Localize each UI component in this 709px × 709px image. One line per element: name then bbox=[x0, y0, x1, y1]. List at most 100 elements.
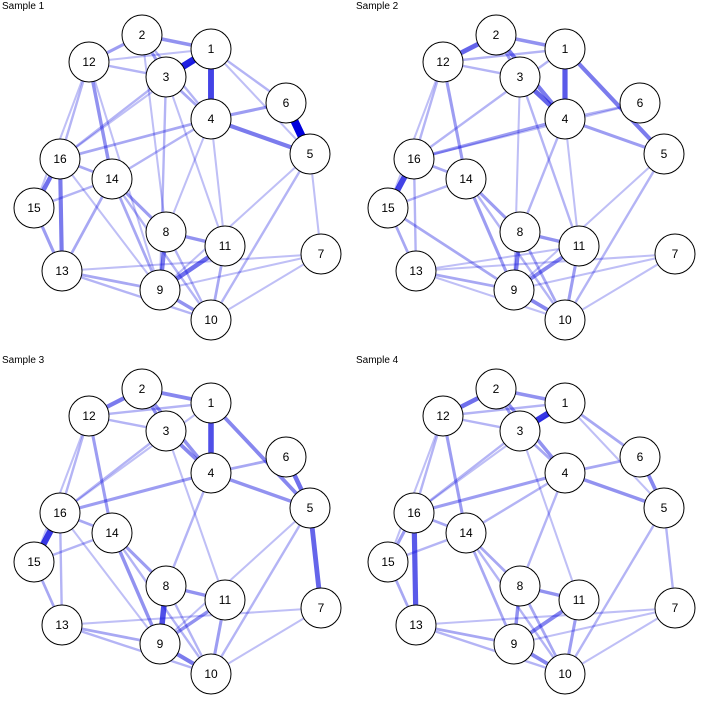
node-13: 13 bbox=[395, 250, 437, 292]
node-label: 13 bbox=[55, 618, 69, 632]
node-14: 14 bbox=[445, 512, 487, 554]
node-label: 11 bbox=[219, 593, 232, 607]
node-label: 8 bbox=[517, 225, 524, 239]
node-5: 5 bbox=[643, 133, 685, 175]
edge-5-9 bbox=[512, 152, 666, 292]
node-circle bbox=[145, 565, 187, 607]
node-circle bbox=[475, 368, 517, 410]
edge-1-16 bbox=[58, 401, 213, 515]
edge-7-13 bbox=[414, 252, 677, 273]
node-circle bbox=[139, 269, 181, 311]
node-label: 2 bbox=[139, 382, 146, 396]
edge-16-9 bbox=[58, 511, 162, 646]
node-13: 13 bbox=[41, 604, 83, 646]
node-16: 16 bbox=[39, 138, 81, 180]
edge-3-9 bbox=[158, 75, 168, 292]
edge-1-5 bbox=[209, 401, 312, 510]
node-2: 2 bbox=[475, 368, 517, 410]
node-2: 2 bbox=[121, 368, 163, 410]
node-label: 9 bbox=[511, 283, 518, 297]
node-circle bbox=[475, 14, 517, 56]
node-label: 12 bbox=[436, 409, 450, 423]
edge-2-8 bbox=[140, 33, 168, 234]
node-circle bbox=[13, 541, 55, 583]
node-circle bbox=[190, 28, 232, 70]
node-label: 8 bbox=[163, 579, 170, 593]
node-circle bbox=[39, 138, 81, 180]
node-label: 11 bbox=[573, 593, 586, 607]
panel-title: Sample 4 bbox=[356, 355, 399, 366]
node-label: 6 bbox=[637, 96, 644, 110]
node-label: 15 bbox=[27, 201, 41, 215]
node-8: 8 bbox=[499, 211, 541, 253]
node-circle bbox=[68, 41, 110, 83]
node-circle bbox=[367, 187, 409, 229]
edge-16-4 bbox=[58, 117, 213, 161]
node-circle bbox=[190, 98, 232, 140]
node-label: 6 bbox=[283, 450, 290, 464]
node-3: 3 bbox=[499, 56, 541, 98]
node-15: 15 bbox=[13, 541, 55, 583]
node-circle bbox=[493, 623, 535, 665]
node-circle bbox=[190, 452, 232, 494]
edge-13-10 bbox=[414, 269, 567, 322]
node-label: 14 bbox=[105, 526, 119, 540]
node-14: 14 bbox=[445, 158, 487, 200]
edge-7-10 bbox=[563, 606, 677, 676]
node-label: 16 bbox=[53, 506, 67, 520]
edge-5-10 bbox=[563, 152, 666, 322]
node-circle bbox=[395, 604, 437, 646]
node-label: 3 bbox=[163, 70, 170, 84]
edge-16-4 bbox=[58, 471, 213, 515]
node-circle bbox=[493, 269, 535, 311]
node-label: 15 bbox=[381, 555, 395, 569]
node-12: 12 bbox=[68, 41, 110, 83]
edge-6-16 bbox=[412, 101, 642, 161]
edge-7-13 bbox=[414, 606, 677, 627]
node-circle bbox=[499, 410, 541, 452]
node-circle bbox=[558, 579, 600, 621]
node-6: 6 bbox=[265, 436, 307, 478]
edge-5-10 bbox=[209, 506, 312, 676]
node-label: 1 bbox=[208, 396, 215, 410]
node-label: 11 bbox=[219, 239, 232, 253]
node-11: 11 bbox=[204, 579, 246, 621]
node-label: 12 bbox=[82, 409, 96, 423]
node-1: 1 bbox=[190, 382, 232, 424]
node-15: 15 bbox=[367, 541, 409, 583]
edge-13-10 bbox=[60, 269, 213, 322]
node-label: 13 bbox=[55, 264, 69, 278]
node-label: 10 bbox=[558, 667, 572, 681]
edge-12-15 bbox=[386, 60, 445, 210]
node-circle bbox=[300, 587, 342, 629]
edge-7-13 bbox=[60, 606, 323, 627]
node-circle bbox=[145, 56, 187, 98]
node-label: 1 bbox=[562, 396, 569, 410]
node-label: 8 bbox=[517, 579, 524, 593]
node-circle bbox=[499, 565, 541, 607]
node-5: 5 bbox=[289, 133, 331, 175]
edge-1-5 bbox=[563, 401, 666, 510]
node-11: 11 bbox=[204, 225, 246, 267]
node-6: 6 bbox=[619, 82, 661, 124]
node-circle bbox=[121, 368, 163, 410]
node-label: 14 bbox=[105, 172, 119, 186]
node-label: 9 bbox=[157, 637, 164, 651]
node-label: 13 bbox=[409, 618, 423, 632]
node-8: 8 bbox=[499, 565, 541, 607]
edge-3-11 bbox=[164, 75, 227, 248]
node-2: 2 bbox=[475, 14, 517, 56]
node-label: 7 bbox=[318, 247, 325, 261]
node-1: 1 bbox=[544, 382, 586, 424]
panel-title: Sample 2 bbox=[356, 1, 399, 12]
node-label: 14 bbox=[459, 526, 473, 540]
node-circle bbox=[619, 436, 661, 478]
node-12: 12 bbox=[68, 395, 110, 437]
edge-4-11 bbox=[209, 117, 227, 248]
node-5: 5 bbox=[643, 487, 685, 529]
node-9: 9 bbox=[139, 269, 181, 311]
edge-3-11 bbox=[518, 75, 581, 248]
node-circle bbox=[204, 579, 246, 621]
edge-3-16 bbox=[412, 429, 522, 515]
node-label: 3 bbox=[517, 424, 524, 438]
